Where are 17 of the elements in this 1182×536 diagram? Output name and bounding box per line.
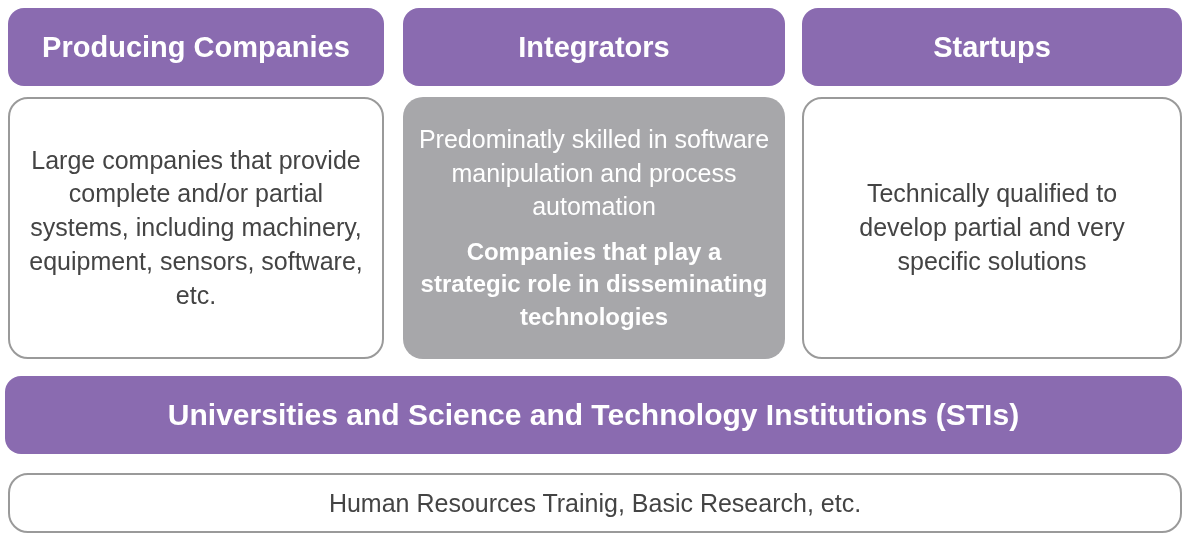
description-text: Predominatly skilled in software manipulation and process automation	[417, 123, 771, 223]
description-card	[8, 473, 1182, 533]
description-card	[802, 97, 1182, 359]
banner-text: Universities and Science and Technology Institutions (STIs)	[167, 398, 1020, 432]
header-text: Producing Companies	[42, 30, 350, 64]
category-header	[8, 8, 384, 86]
description-text: Large companies that provide complete and/or partial systems, including machinery, equipment, sensors, software, etc.	[28, 144, 364, 311]
header-text: Integrators	[518, 30, 670, 64]
header-text: Startups	[933, 30, 1051, 64]
description-text: Technically qualified to develop partial and very specific solutions	[858, 178, 1126, 277]
category-header	[403, 8, 785, 86]
description-card	[403, 97, 785, 359]
description-card	[8, 97, 384, 359]
description-text: Human Resources Trainig, Basic Research, etc.	[328, 488, 862, 518]
category-header	[802, 8, 1182, 86]
emphasis-text: Companies that play a strategic role in disseminating technologies	[419, 237, 769, 332]
institution-banner	[5, 376, 1182, 454]
